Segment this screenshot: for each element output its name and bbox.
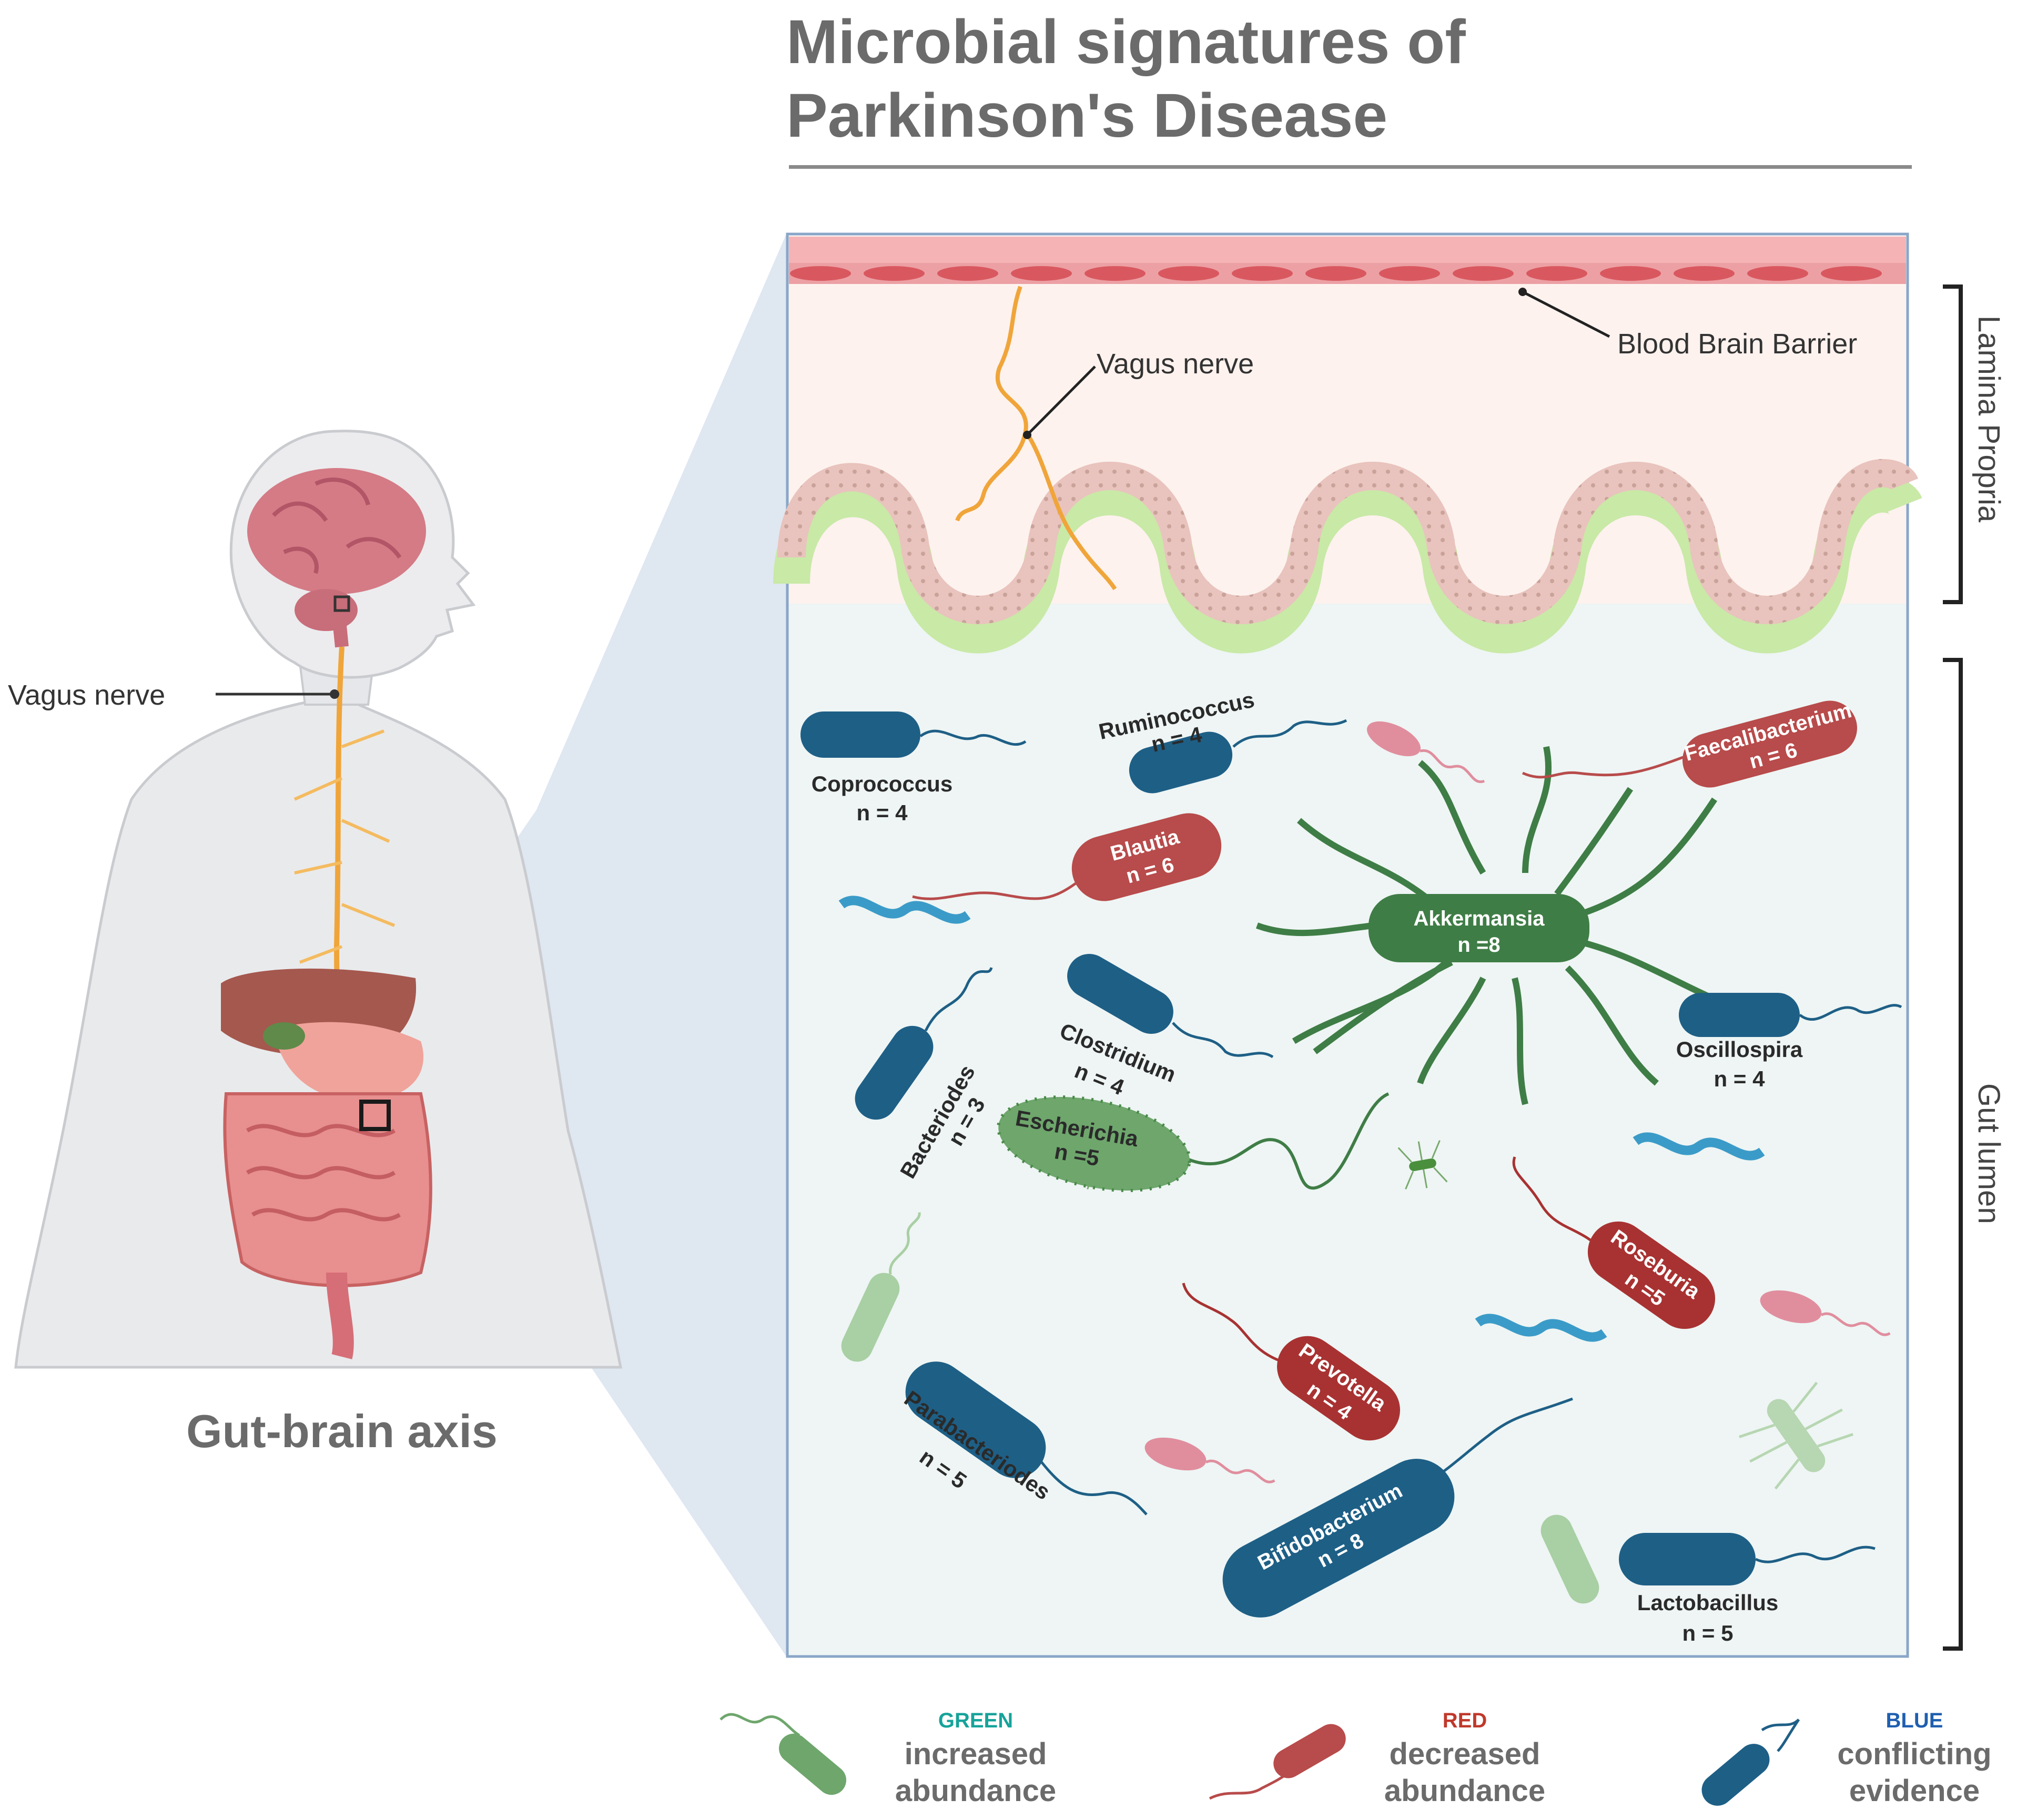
- escherichia-bacterium: Escherichia n =5: [997, 1092, 1390, 1192]
- coprococcus-bacterium: Coprococcus n = 4: [800, 711, 1027, 825]
- akkermansia-bacterium: Akkermansia n =8: [1255, 746, 1742, 1105]
- legend-green: GREEN increased abundance: [719, 1709, 1056, 1808]
- inset-vagus-label: Vagus nerve: [1097, 348, 1254, 380]
- legend-red-head: RED: [1443, 1709, 1487, 1732]
- inset-vagus-leader: [1026, 365, 1096, 436]
- brainstem-marker: [333, 595, 350, 612]
- legend-red: RED decreased abundance: [1209, 1709, 1545, 1808]
- akkermansia-count: n =8: [1457, 933, 1500, 957]
- coprococcus-name: Coprococcus: [812, 771, 952, 796]
- akkermansia-name: Akkermansia: [1413, 907, 1545, 930]
- title-divider: [789, 165, 1912, 169]
- coprococcus-count: n = 4: [857, 800, 908, 825]
- blood-brain-barrier-label: Blood Brain Barrier: [1617, 328, 1857, 360]
- inset-panel: Blood Brain Barrier Vagus nerve Lamina P…: [773, 232, 2006, 1658]
- legend-blue: BLUE conflicting evidence: [1701, 1709, 1992, 1808]
- oscillospira-name: Oscillospira: [1676, 1037, 1803, 1062]
- inset-vagus-nerve: [955, 286, 1117, 591]
- background-microbes: [838, 721, 1891, 1604]
- legend-blue-head: BLUE: [1886, 1709, 1943, 1732]
- intestinal-villi: [773, 459, 1922, 654]
- vagus-nerve-label: Vagus nerve: [8, 679, 165, 711]
- lactobacillus-name: Lactobacillus: [1637, 1590, 1778, 1615]
- bbb-leader: [1522, 290, 1610, 338]
- blautia-bacterium: Blautia n = 6: [912, 813, 1222, 901]
- oscillospira-bacterium: Oscillospira n = 4: [1676, 993, 1902, 1091]
- legend-red-line2: abundance: [1384, 1774, 1545, 1808]
- legend-blue-line2: evidence: [1849, 1774, 1980, 1808]
- legend-red-line1: decreased: [1390, 1737, 1540, 1771]
- gut-brain-axis-caption: Gut-brain axis: [186, 1405, 498, 1457]
- gut-zoom-marker: [359, 1100, 391, 1131]
- lamina-propria-area: [789, 236, 1906, 604]
- endothelial-cells: [790, 266, 1882, 281]
- legend-green-line1: increased: [905, 1737, 1047, 1771]
- lamina-propria-bracket: [1943, 284, 1963, 604]
- gut-lumen-label: Gut lumen: [1972, 1083, 2006, 1224]
- title-line-1: Microbial signatures of: [786, 7, 1466, 77]
- oscillospira-count: n = 4: [1714, 1066, 1766, 1091]
- human-body-illustration: Vagus nerve Gut-brain axis: [8, 234, 786, 1656]
- title-line-2: Parkinson's Disease: [786, 81, 1388, 150]
- legend-blue-line1: conflicting: [1837, 1737, 1991, 1771]
- abdominal-organs: [221, 968, 432, 1359]
- prevotella-bacterium: Prevotella n = 4: [1182, 1283, 1400, 1441]
- gut-lumen-bracket: [1943, 658, 1963, 1651]
- legend-green-head: GREEN: [938, 1709, 1013, 1732]
- lactobacillus-count: n = 5: [1682, 1621, 1734, 1645]
- lactobacillus-bacterium: Lactobacillus n = 5: [1619, 1533, 1876, 1645]
- zoom-wedge: [431, 234, 786, 1656]
- brain-icon: [247, 468, 426, 648]
- lamina-propria-label: Lamina Propria: [1972, 316, 2006, 523]
- legend-green-line2: abundance: [895, 1774, 1056, 1808]
- legend: GREEN increased abundance RED decreased …: [719, 1709, 1992, 1808]
